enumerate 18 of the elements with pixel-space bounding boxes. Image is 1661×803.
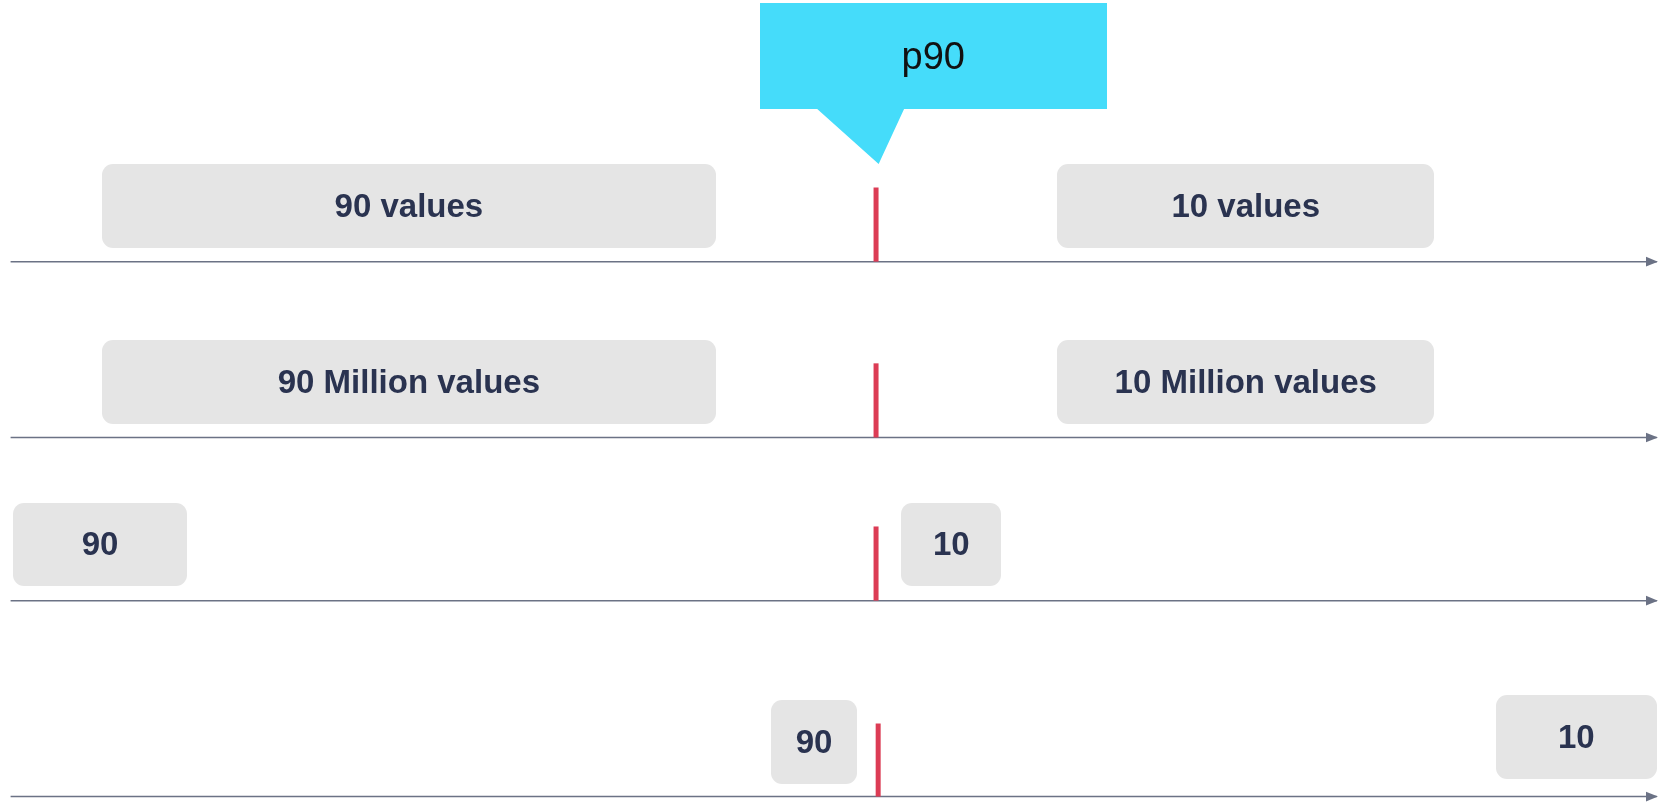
- value-label: 90 Million values: [277, 362, 540, 401]
- value-box: [901, 503, 1002, 586]
- value-label: 10 Million values: [1114, 362, 1377, 401]
- value-label: 10 values: [1171, 187, 1321, 225]
- percentile-label: p90: [901, 34, 965, 78]
- value-box: [771, 700, 857, 784]
- value-box: [101, 340, 717, 424]
- value-box: [1057, 164, 1435, 248]
- callout-bubble: [759, 3, 1107, 165]
- value-box: [101, 164, 717, 248]
- value-label: 90: [795, 723, 833, 762]
- value-label: 90: [81, 525, 119, 564]
- value-box: [1057, 340, 1435, 424]
- value-box: [1495, 694, 1657, 779]
- value-label: 10: [932, 525, 970, 564]
- value-box: [12, 503, 188, 586]
- value-label: 90 values: [334, 187, 484, 225]
- value-label: 10: [1557, 717, 1595, 756]
